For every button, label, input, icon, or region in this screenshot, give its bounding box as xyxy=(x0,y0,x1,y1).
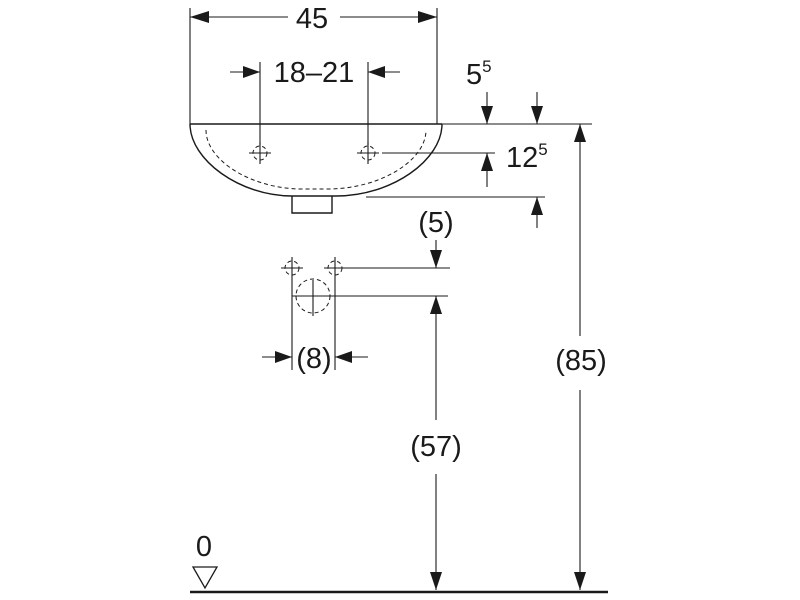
floor-level-label: 0 xyxy=(196,531,212,563)
tap-depth-label: 125 xyxy=(506,140,548,174)
supply-offset-dimension xyxy=(346,240,450,269)
supply-spacing-label: (8) xyxy=(296,343,331,375)
supply-left-icon xyxy=(281,257,303,279)
supply-right-icon xyxy=(324,257,346,279)
tap-spacing-dimension xyxy=(230,62,400,145)
tap-hole-right-icon xyxy=(357,142,379,164)
drain-icon xyxy=(292,278,334,316)
tap-spacing-label: 18–21 xyxy=(274,57,355,89)
width-label: 45 xyxy=(296,3,328,35)
supply-offset-label: (5) xyxy=(418,207,453,239)
rim-height-dimension xyxy=(574,124,586,590)
drain-height-label: (57) xyxy=(410,431,462,463)
rim-height-label: (85) xyxy=(555,345,607,377)
tap-depth-dimension xyxy=(382,152,495,187)
drain-height-dimension xyxy=(330,295,448,590)
triangle-down-icon xyxy=(191,566,219,590)
width-dimension xyxy=(189,8,438,124)
tap-hole-left-icon xyxy=(249,142,271,164)
basin-bottom-reference xyxy=(366,196,545,228)
basin-outline xyxy=(189,123,443,214)
top-offset-dimension xyxy=(442,92,592,125)
top-offset-label: 55 xyxy=(466,57,492,91)
supply-spacing-dimension xyxy=(262,279,368,370)
